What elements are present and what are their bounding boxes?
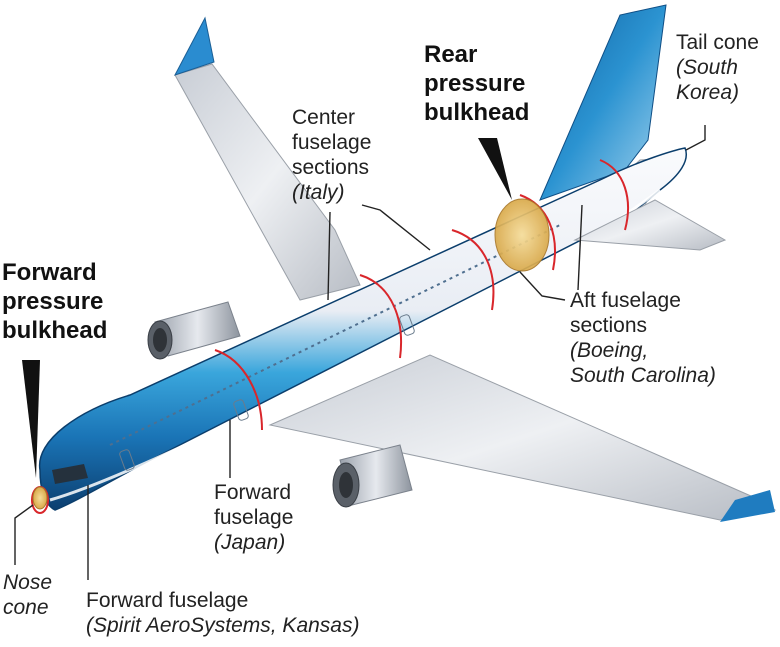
section-joins — [31, 159, 629, 514]
lower-winglet — [720, 490, 775, 522]
join-4 — [519, 194, 556, 271]
leader-aft-2 — [577, 204, 583, 291]
aft-origin-line2: South Carolina) — [570, 364, 716, 387]
upper-engine — [147, 301, 241, 360]
leader-tail-cone — [685, 125, 706, 151]
join-2 — [359, 274, 402, 359]
forward-bulkhead-line3: bulkhead — [2, 317, 108, 344]
nose-line1: Nose — [3, 571, 53, 594]
rear-bulkhead-disc — [494, 198, 550, 272]
label-forward-fuselage-spirit: Forward fuselage (Spirit AeroSystems, Ka… — [86, 588, 359, 638]
leader-center — [361, 204, 431, 251]
forward-bulkhead-line2: pressure — [2, 288, 104, 315]
rear-bulkhead-line3: bulkhead — [424, 99, 530, 126]
tail-cone-origin-line2: Korea) — [676, 81, 740, 104]
rear-bulkhead-line2: pressure — [424, 70, 526, 97]
cockpit-windows — [52, 464, 88, 484]
center-line1: Center — [292, 106, 356, 129]
upper-winglet — [173, 16, 215, 76]
tail-cone-origin-line1: (South — [676, 56, 738, 79]
fwd-japan-origin: (Japan) — [214, 531, 286, 554]
aft-line2: sections — [570, 314, 648, 337]
label-aft-fuselage: Aft fuselage sections (Boeing, South Car… — [570, 288, 716, 388]
label-forward-pressure-bulkhead: Forward pressure bulkhead — [2, 258, 107, 345]
join-5 — [599, 159, 629, 231]
leader-aft — [519, 271, 566, 301]
lower-engine — [332, 444, 413, 508]
aft-origin-line1: (Boeing, — [570, 339, 649, 362]
upper-wing — [174, 63, 361, 301]
leader-nose — [14, 504, 34, 565]
aft-line1: Aft fuselage — [570, 289, 681, 312]
fwd-japan-line1: Forward — [214, 481, 292, 504]
pointer-rear-bulkhead — [478, 138, 512, 200]
fwd-spirit-origin: (Spirit AeroSystems, Kansas) — [86, 614, 360, 637]
pointer-forward-bulkhead — [22, 360, 40, 478]
center-origin: (Italy) — [292, 181, 345, 204]
leader-lines — [14, 125, 706, 580]
rear-bulkhead-line1: Rear — [424, 41, 478, 68]
center-line2: fuselage — [292, 131, 372, 154]
label-nose-cone: Nose cone — [3, 570, 52, 620]
label-rear-pressure-bulkhead: Rear pressure bulkhead — [424, 40, 529, 127]
leader-center-2 — [327, 211, 331, 301]
label-center-fuselage: Center fuselage sections (Italy) — [292, 105, 371, 205]
label-tail-cone: Tail cone (South Korea) — [676, 30, 759, 105]
forward-bulkhead-disc — [32, 486, 48, 510]
nose-line2: cone — [3, 596, 49, 619]
tail-cone-title: Tail cone — [676, 31, 759, 54]
center-line3: sections — [292, 156, 370, 179]
fwd-japan-line2: fuselage — [214, 506, 294, 529]
join-3 — [451, 229, 495, 311]
fwd-spirit-title: Forward fuselage — [86, 589, 249, 612]
label-forward-fuselage-japan: Forward fuselage (Japan) — [214, 480, 293, 555]
join-1 — [214, 349, 263, 431]
forward-bulkhead-line1: Forward — [2, 259, 97, 286]
